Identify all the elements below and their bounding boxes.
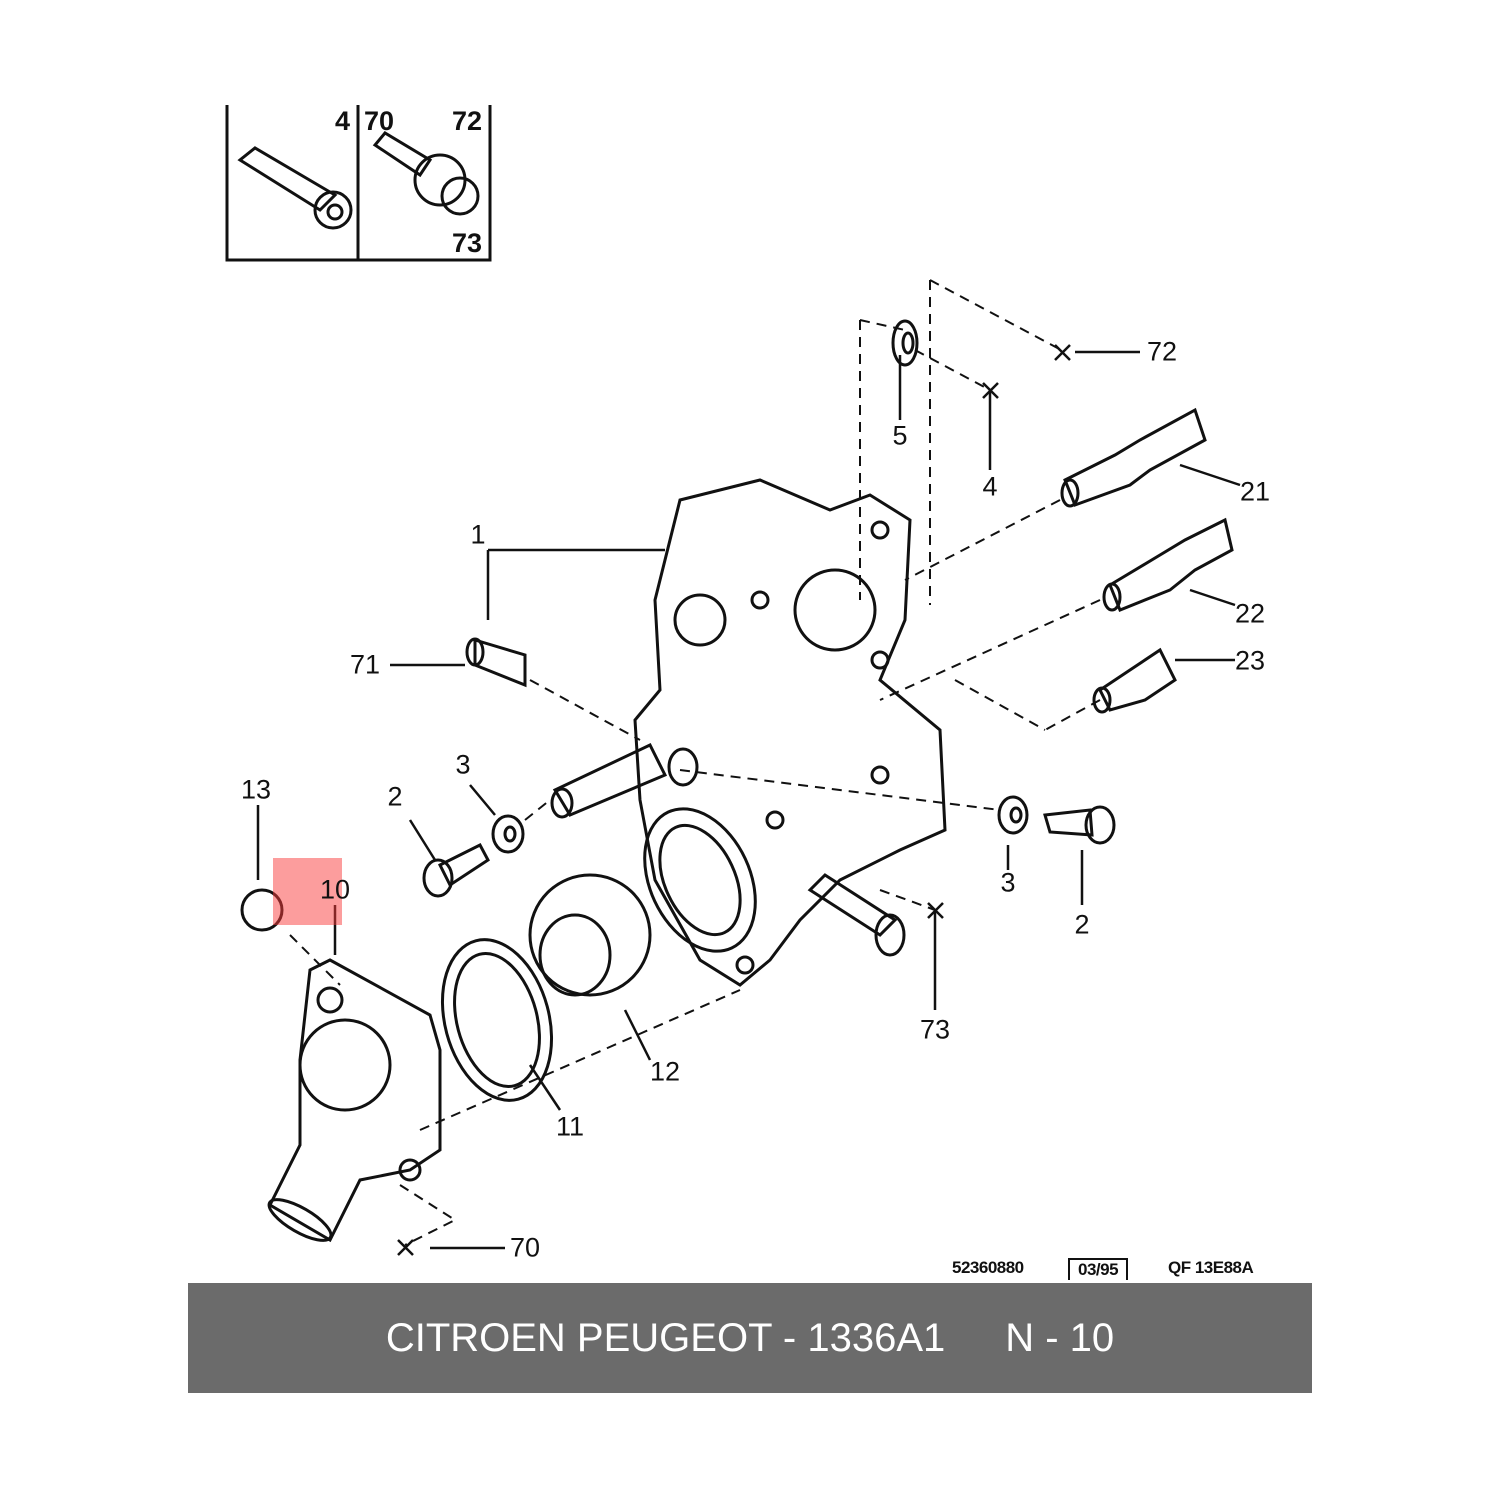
- dowel-71: [465, 637, 527, 688]
- inset-label-70: 70: [364, 106, 395, 136]
- callout-23: 23: [1234, 645, 1266, 676]
- drawing-number: 52360880: [952, 1258, 1024, 1277]
- footer-part-number: CITROEN PEUGEOT - 1336A1: [385, 1315, 946, 1360]
- washer-3: [491, 814, 525, 854]
- callout-22: 22: [1234, 598, 1266, 629]
- sensor-22: [1102, 517, 1234, 612]
- cross-marks: [397, 344, 1071, 1256]
- thermostat-housing-body: [633, 478, 947, 987]
- footer-banner: CITROEN PEUGEOT - 1336A1 N - 10: [188, 1283, 1312, 1393]
- callout-21: 21: [1239, 476, 1271, 507]
- inset-label-73: 73: [452, 228, 483, 258]
- callout-71: 71: [349, 649, 381, 680]
- callout-13: 13: [240, 774, 272, 805]
- callout-70: 70: [509, 1232, 541, 1263]
- callout-3-right: 3: [1000, 867, 1016, 898]
- pipe: [550, 743, 699, 819]
- leader-lines: [256, 350, 1241, 1250]
- callout-72: 72: [1146, 336, 1178, 367]
- thermostat-12: [528, 873, 652, 997]
- callout-2-right: 2: [1074, 909, 1090, 940]
- flange-bolt-icon: [372, 131, 480, 216]
- drawing-date: 03/95: [1068, 1258, 1129, 1280]
- bolt-icon: [237, 146, 353, 230]
- highlight-marker: [273, 858, 342, 925]
- callout-73: 73: [919, 1014, 951, 1045]
- screw-2-right: [1043, 805, 1116, 845]
- dashed-guides: [289, 279, 1101, 1246]
- inset-label-4: 4: [335, 106, 351, 136]
- callout-3: 3: [455, 749, 471, 780]
- screw-2: [422, 843, 490, 898]
- callout-11: 11: [555, 1111, 585, 1142]
- callout-12: 12: [649, 1056, 681, 1087]
- washer-3-right: [997, 795, 1029, 835]
- callout-1: 1: [470, 519, 486, 550]
- inset-label-72: 72: [452, 106, 483, 136]
- footer-page: N - 10: [1005, 1315, 1115, 1360]
- outlet-cover-10: [267, 958, 442, 1243]
- drawing-code: QF 13E88A: [1168, 1258, 1254, 1277]
- plug-23: [1092, 647, 1177, 714]
- callout-2: 2: [387, 781, 403, 812]
- callout-10: 10: [319, 874, 351, 905]
- callout-4: 4: [982, 471, 998, 502]
- seal-11: [440, 938, 554, 1102]
- inset-box: [225, 105, 492, 262]
- seal-ring-5: [891, 319, 919, 367]
- sensor-21: [1060, 407, 1207, 508]
- callout-5: 5: [892, 420, 908, 451]
